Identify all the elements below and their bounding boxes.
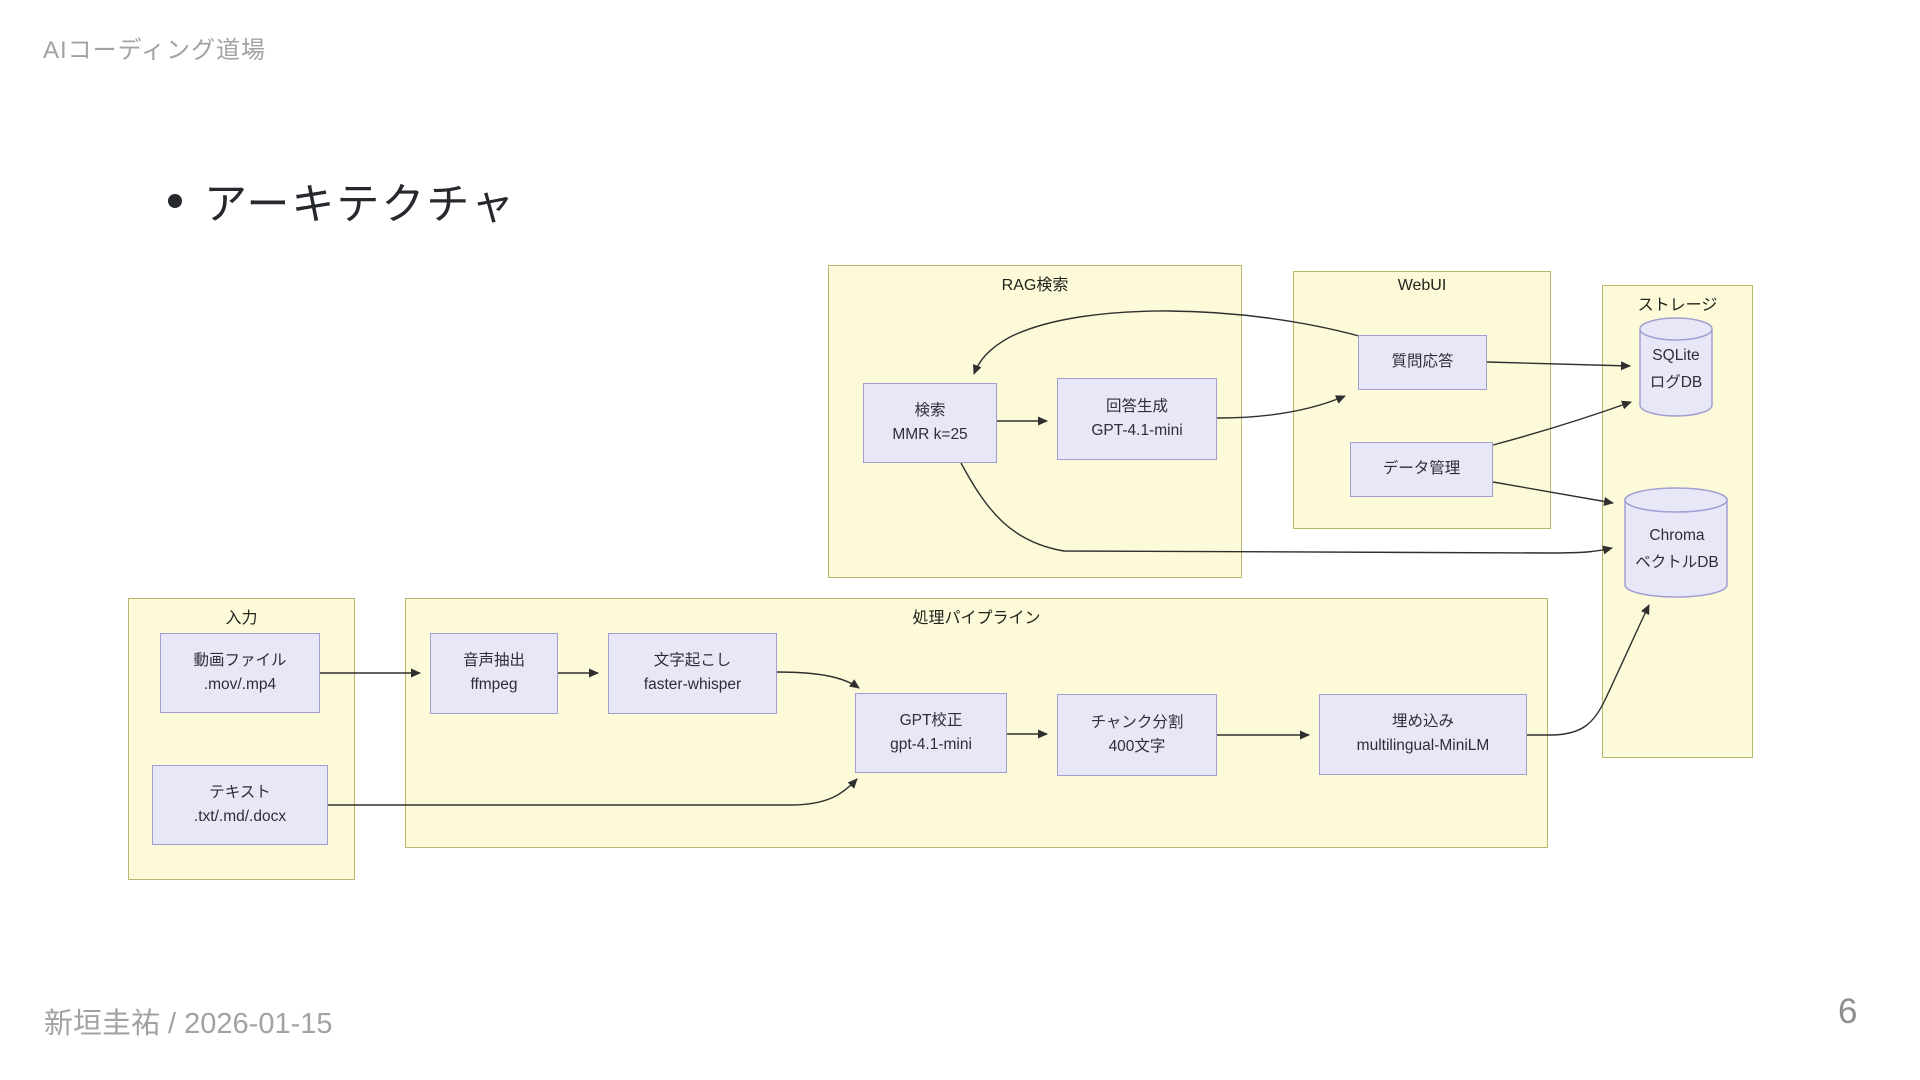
arrow-answer-to-qa: [1216, 395, 1346, 419]
slide-title-row: アーキテクチャ: [168, 170, 516, 232]
chroma-db-cylinder-icon: [1624, 487, 1728, 598]
sqlite-db-label: SQLite ログDB: [1636, 338, 1716, 400]
node-chunk-split: チャンク分割 400文字: [1057, 694, 1217, 776]
slide-title: アーキテクチャ: [204, 181, 516, 229]
node-chunk-split-sub: 400文字: [1108, 737, 1166, 755]
node-text-file: テキスト .txt/.md/.docx: [152, 765, 328, 845]
node-audio-extract-sub: ffmpeg: [470, 676, 518, 693]
footer-author-date: 新垣圭祐 / 2026-01-15: [44, 1008, 333, 1040]
bullet-icon: [168, 194, 182, 208]
arrow-datamgmt-to-chroma: [1492, 481, 1614, 506]
chroma-db-sub: ベクトルDB: [1635, 553, 1719, 571]
page-number: 6: [1838, 992, 1858, 1031]
node-answer-generation: 回答生成 GPT-4.1-mini: [1057, 378, 1217, 460]
node-video-file: 動画ファイル .mov/.mp4: [160, 633, 320, 713]
node-answer-generation-sub: GPT-4.1-mini: [1091, 421, 1183, 439]
node-audio-extract-title: 音声抽出: [462, 652, 525, 670]
node-gpt-proofread-sub: gpt-4.1-mini: [890, 735, 972, 753]
node-question-answer: 質問応答: [1358, 335, 1487, 390]
node-search-sub: MMR k=25: [892, 425, 968, 443]
node-question-answer-title: 質問応答: [1391, 353, 1454, 371]
node-text-file-sub: .txt/.md/.docx: [193, 807, 287, 825]
node-embedding: 埋め込み multilingual-MiniLM: [1319, 694, 1527, 775]
node-transcription-sub: faster-whisper: [643, 676, 742, 693]
sqlite-db-name: SQLite: [1652, 346, 1700, 364]
group-input-label: 入力: [225, 610, 258, 627]
chroma-db-name: Chroma: [1649, 526, 1705, 544]
arrow-qa-to-search: [973, 310, 1360, 375]
node-answer-generation-title: 回答生成: [1105, 397, 1168, 415]
group-pipeline-label: 処理パイプライン: [912, 610, 1041, 627]
arrow-datamgmt-to-sqlite: [1492, 400, 1632, 446]
node-embedding-title: 埋め込み: [1391, 713, 1454, 731]
node-gpt-proofread: GPT校正 gpt-4.1-mini: [855, 693, 1007, 773]
node-transcription: 文字起こし faster-whisper: [608, 633, 777, 714]
group-storage-label: ストレージ: [1637, 297, 1718, 314]
node-text-file-title: テキスト: [209, 783, 271, 801]
node-search-title: 検索: [914, 401, 946, 419]
node-embedding-sub: multilingual-MiniLM: [1356, 737, 1490, 754]
chroma-db-label: Chroma ベクトルDB: [1622, 518, 1732, 580]
node-data-management-title: データ管理: [1382, 460, 1461, 478]
arrow-text-to-gpt: [328, 778, 858, 806]
node-video-file-sub: .mov/.mp4: [203, 675, 277, 693]
node-gpt-proofread-title: GPT校正: [899, 711, 963, 729]
sqlite-db-sub: ログDB: [1649, 373, 1703, 391]
arrow-embed-to-chroma: [1527, 604, 1650, 736]
node-chunk-split-title: チャンク分割: [1090, 713, 1184, 731]
arrow-search-to-chroma: [960, 462, 1613, 555]
group-webui-label: WebUI: [1397, 277, 1447, 294]
node-data-management: データ管理: [1350, 442, 1493, 497]
node-search: 検索 MMR k=25: [863, 383, 997, 463]
node-video-file-title: 動画ファイル: [193, 651, 287, 669]
node-audio-extract: 音声抽出 ffmpeg: [430, 633, 558, 714]
sqlite-db-cylinder-icon: [1639, 317, 1713, 417]
arrow-qa-to-sqlite: [1486, 361, 1631, 371]
deck-title: AIコーディング道場: [43, 37, 266, 64]
group-rag-label: RAG検索: [1001, 277, 1069, 294]
arrow-transcribe-to-gpt: [776, 671, 860, 689]
node-transcription-title: 文字起こし: [653, 652, 732, 670]
